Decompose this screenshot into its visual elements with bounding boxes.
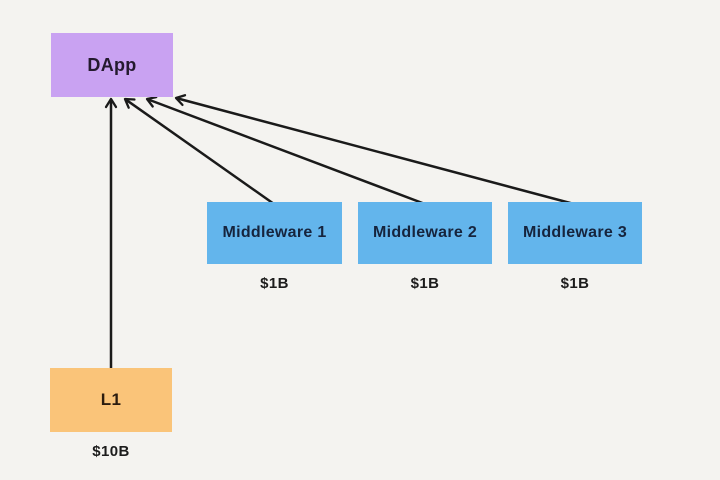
node-l1-label: L1	[100, 390, 122, 409]
node-middleware-3-label: Middleware 3	[522, 224, 628, 241]
node-middleware-1-label: Middleware 1	[222, 224, 327, 241]
edge-mw2-to-dapp	[145, 95, 426, 206]
edge-mw3-to-dapp	[174, 94, 575, 206]
edge-mw1-to-dapp	[123, 97, 275, 206]
node-middleware-3: Middleware 3	[508, 202, 642, 264]
node-dapp: DApp	[51, 33, 173, 97]
node-middleware-1: Middleware 1	[207, 202, 342, 264]
node-dapp-label: DApp	[87, 54, 137, 75]
node-middleware-1-value: $1B	[260, 275, 289, 292]
node-l1: L1	[50, 368, 172, 432]
node-l1-value: $10B	[92, 443, 130, 460]
node-middleware-2-label: Middleware 2	[372, 224, 478, 241]
node-middleware-2: Middleware 2	[358, 202, 492, 264]
node-middleware-2-value: $1B	[410, 275, 440, 292]
node-middleware-3-value: $1B	[560, 275, 590, 292]
